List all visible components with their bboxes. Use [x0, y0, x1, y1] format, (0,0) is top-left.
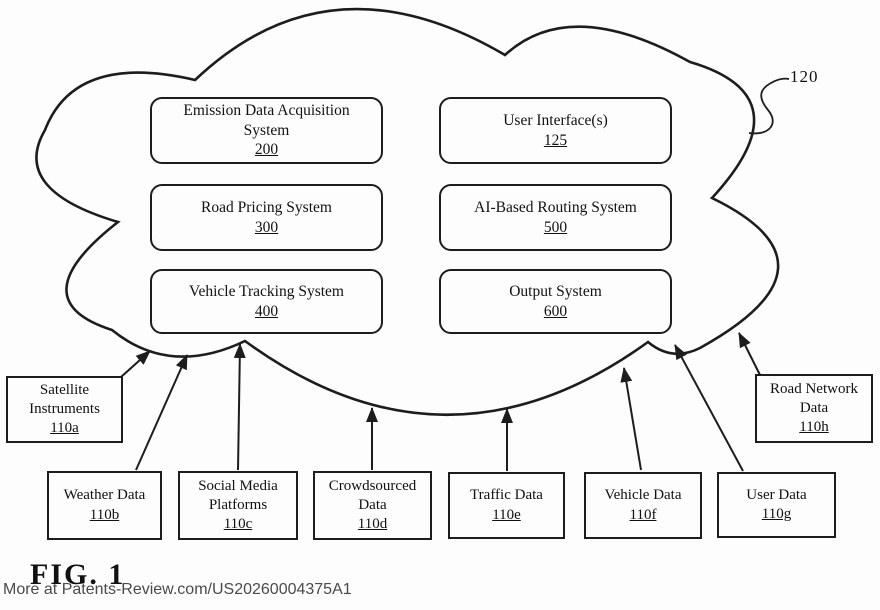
system-name: Output System: [509, 282, 602, 300]
source-name: Social Media Platforms: [198, 477, 278, 513]
system-box-emission-data-acquisition: Emission Data Acquisition System 200: [150, 97, 383, 164]
source-ref: 110c: [223, 516, 253, 533]
source-box-crowdsourced-data: Crowdsourced Data 110d: [313, 471, 432, 540]
system-name: AI-Based Routing System: [474, 198, 637, 216]
system-name: Emission Data Acquisition System: [183, 101, 350, 139]
source-ref: 110d: [357, 516, 388, 533]
system-ref: 300: [254, 218, 279, 236]
source-name: Vehicle Data: [604, 487, 682, 504]
source-name: Crowdsourced Data: [328, 477, 417, 513]
system-box-vehicle-tracking: Vehicle Tracking System 400: [150, 269, 383, 334]
system-box-user-interfaces: User Interface(s) 125: [439, 97, 672, 164]
watermark-text: More at Patents-Review.com/US20260004375…: [3, 581, 352, 598]
arrow-social-media-platforms: [233, 343, 246, 471]
system-name: Road Pricing System: [201, 198, 332, 216]
system-ref: 125: [543, 131, 568, 149]
source-name: Road Network Data: [770, 380, 858, 416]
system-box-output: Output System 600: [439, 269, 672, 334]
arrow-road-network-data: [738, 332, 761, 376]
source-name: User Data: [746, 486, 807, 503]
source-box-social-media-platforms: Social Media Platforms 110c: [178, 471, 298, 540]
arrow-vehicle-data: [620, 367, 642, 471]
system-ref: 400: [254, 302, 279, 320]
source-ref: 110e: [492, 506, 521, 523]
reference-leader-line: [748, 77, 790, 135]
figure-label: FIG. 1: [30, 558, 126, 591]
arrow-satellite-instruments: [120, 350, 151, 378]
source-ref: 110b: [89, 506, 120, 523]
system-ref: 500: [543, 218, 568, 236]
system-name: User Interface(s): [503, 111, 608, 129]
source-ref: 110g: [761, 506, 792, 522]
source-ref: 110h: [799, 419, 829, 436]
source-name: Satellite Instruments: [29, 381, 100, 417]
system-ref: 200: [254, 141, 279, 159]
cloud-ref-label: 120: [790, 67, 819, 86]
system-box-road-pricing: Road Pricing System 300: [150, 184, 383, 251]
arrow-user-data: [674, 344, 744, 472]
source-box-vehicle-data: Vehicle Data 110f: [584, 472, 702, 539]
source-box-traffic-data: Traffic Data 110e: [448, 472, 565, 539]
source-ref: 110f: [629, 506, 657, 523]
source-name: Traffic Data: [470, 487, 543, 504]
system-name: Vehicle Tracking System: [189, 282, 344, 300]
source-arrows: [120, 332, 761, 472]
system-box-ai-based-routing: AI-Based Routing System 500: [439, 184, 672, 251]
system-ref: 600: [543, 302, 568, 320]
source-box-weather-data: Weather Data 110b: [47, 471, 162, 540]
source-box-user-data: User Data 110g: [717, 472, 836, 538]
source-name: Weather Data: [63, 487, 146, 504]
source-ref: 110a: [50, 420, 79, 437]
arrow-weather-data: [135, 354, 188, 471]
source-box-road-network-data: Road Network Data 110h: [755, 374, 873, 443]
source-box-satellite-instruments: Satellite Instruments 110a: [6, 376, 123, 443]
